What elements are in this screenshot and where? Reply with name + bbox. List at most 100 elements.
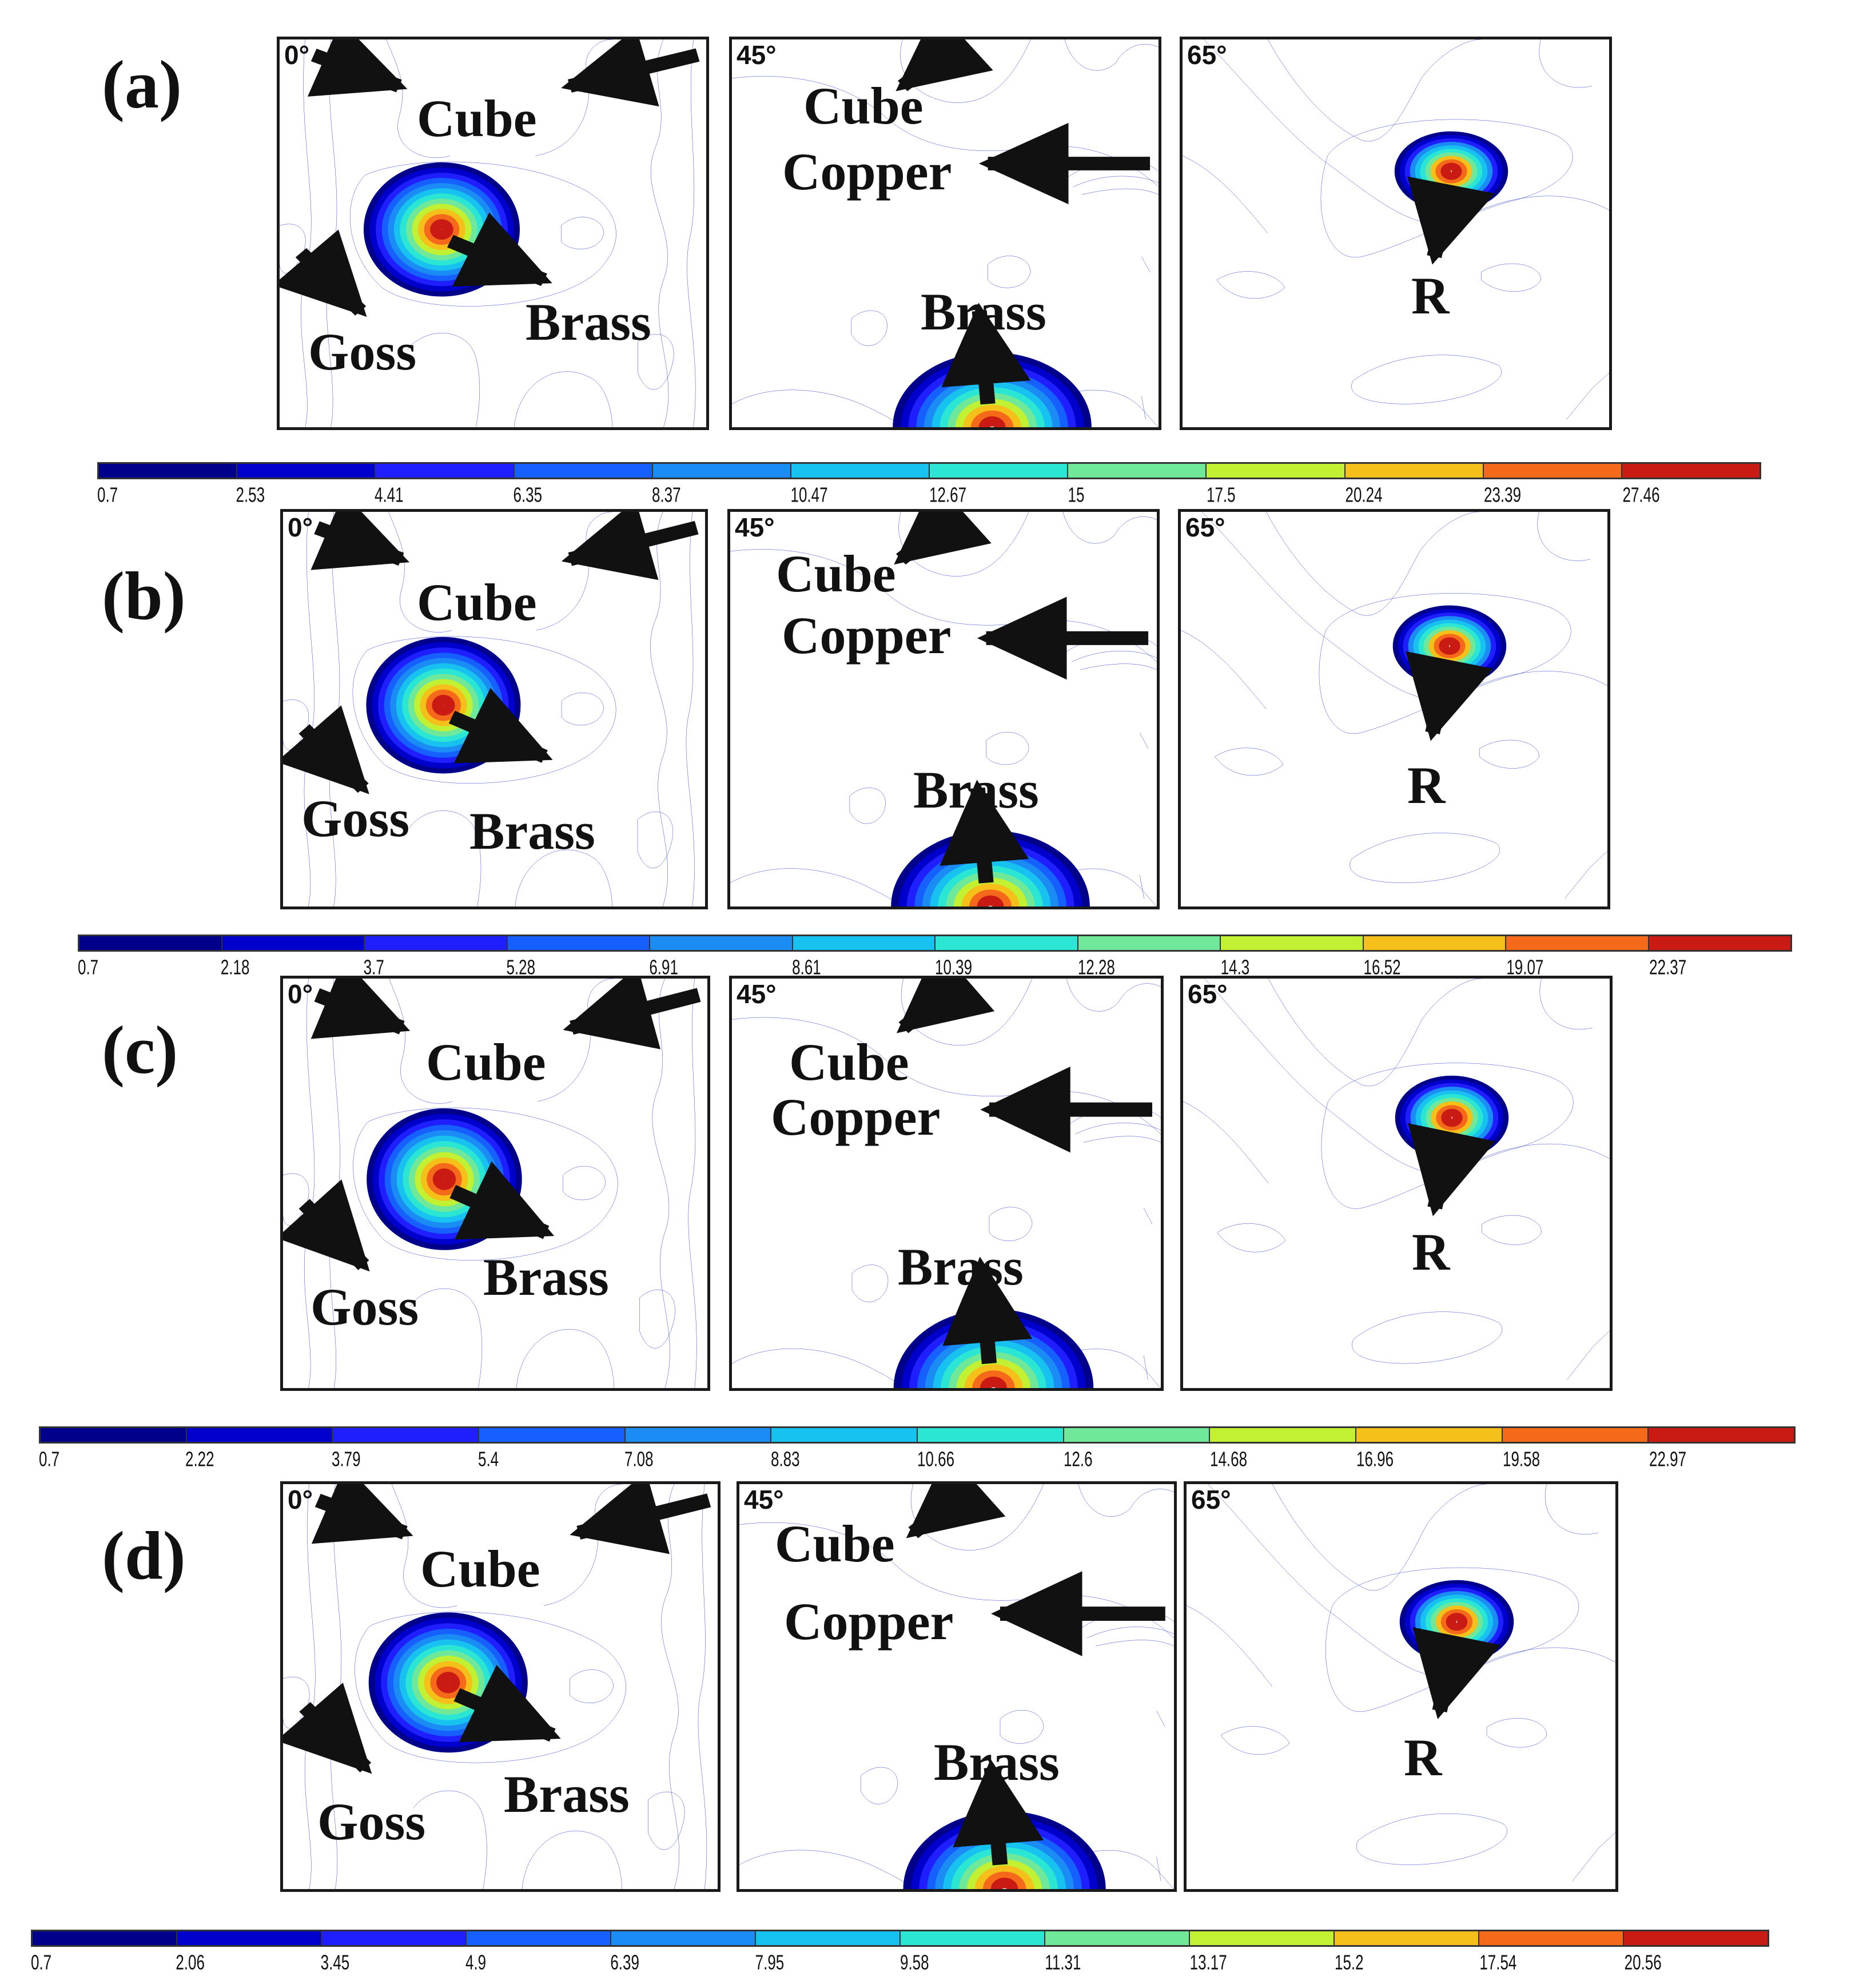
contour-line	[730, 549, 1157, 662]
contour-line	[1573, 1832, 1615, 1881]
colorbar-tick-label: 19.07	[1506, 955, 1544, 979]
contour-line	[1479, 740, 1539, 769]
contour-line	[1096, 1640, 1174, 1647]
contour-line	[1356, 1814, 1507, 1864]
contour-line	[1140, 733, 1148, 898]
colorbar-tick-label: 5.4	[478, 1447, 499, 1471]
contour-line	[1183, 156, 1268, 233]
colorbar-segment	[1210, 1428, 1357, 1442]
odf-panel-d-65deg: 65° R	[1184, 1481, 1618, 1892]
contour-line	[739, 1850, 913, 1889]
peak-contour	[963, 404, 1021, 427]
contour-line	[538, 979, 614, 1102]
colorbar-tick-label: 16.52	[1363, 955, 1401, 979]
pointer-arrow	[570, 1484, 711, 1554]
peak-contour	[956, 1358, 1031, 1388]
contour-line	[1063, 512, 1157, 543]
contour-line	[732, 1349, 903, 1388]
colorbar-tick-label: 10.47	[790, 483, 828, 507]
peak-contour	[953, 877, 1028, 906]
peak-contour	[1440, 162, 1462, 180]
contour-line	[1566, 373, 1609, 419]
angle-label: 65°	[1187, 40, 1227, 70]
angle-label: 65°	[1191, 1485, 1231, 1514]
contour-line	[1183, 1102, 1268, 1183]
contour-line	[561, 217, 604, 249]
colorbar-strip	[39, 1426, 1796, 1444]
peak-contour	[430, 219, 453, 240]
contour-line	[1321, 1063, 1573, 1209]
contour-line	[861, 1767, 898, 1804]
contour-line	[1352, 355, 1502, 404]
peak-contour	[967, 1859, 1042, 1889]
colorbar-segment	[376, 464, 515, 478]
odf-contour-plot	[730, 512, 1157, 906]
odf-contour-plot	[283, 979, 701, 1388]
colorbar-segment	[901, 1931, 1045, 1945]
colorbar-segment	[1479, 1931, 1624, 1945]
pointer-arrow	[283, 1179, 370, 1272]
pointer-arrow	[283, 1683, 372, 1774]
contour-line	[1350, 833, 1500, 882]
contour-line	[514, 372, 612, 427]
pointer-arrow	[942, 1257, 1033, 1365]
contour-line	[1540, 979, 1593, 1029]
contour-line	[1268, 39, 1481, 141]
pointer-arrow	[453, 1664, 561, 1743]
colorbar-tick-label: 10.66	[917, 1447, 955, 1471]
contour-line	[1084, 1136, 1161, 1143]
colorbar-segment	[1335, 1931, 1479, 1945]
angle-label: 0°	[288, 979, 313, 1009]
colorbar-segment	[79, 936, 222, 950]
row-label-a: (a)	[102, 46, 182, 122]
peak-contour	[990, 1878, 1018, 1889]
peak-contour	[982, 1871, 1026, 1889]
colorbar-segment	[365, 936, 508, 950]
contour-line	[1087, 1627, 1174, 1638]
contour-line	[1187, 1605, 1272, 1687]
contour-line	[1181, 630, 1266, 709]
colorbar-segment	[514, 464, 653, 478]
contour-line	[648, 1792, 684, 1850]
colorbar-segment	[1045, 1931, 1190, 1945]
odf-panel-c-0deg: 0° Cube Brass Goss	[280, 976, 710, 1391]
contour-line	[1075, 1123, 1161, 1134]
contour-line	[536, 39, 612, 156]
colorbar-tick-label: 5.28	[506, 955, 536, 979]
angle-label: 0°	[284, 40, 309, 70]
colorbar-tick-label: 22.37	[1649, 955, 1687, 979]
colorbar-tick-label: 17.5	[1207, 483, 1236, 507]
contour-line	[638, 812, 673, 868]
colorbar-segment	[1064, 1428, 1211, 1442]
contour-line	[652, 979, 670, 1388]
colorbar-tick-label: 22.97	[1649, 1447, 1687, 1471]
contour-line	[1319, 593, 1571, 733]
pointer-arrow	[941, 303, 1031, 405]
contour-line	[1208, 1484, 1616, 1677]
contour-line	[988, 256, 1031, 288]
label-brass: Brass	[469, 802, 595, 860]
contour-line	[732, 1017, 1161, 1134]
angle-label: 0°	[288, 1485, 313, 1514]
contour-line	[515, 850, 612, 906]
label-cube: Cube	[776, 544, 896, 603]
colorbar-segment	[479, 1428, 626, 1442]
label-brass: Brass	[898, 1238, 1024, 1296]
contour-line	[563, 1166, 606, 1200]
contour-line	[732, 390, 902, 427]
label-cube: Cube	[417, 89, 537, 148]
label-cube: Cube	[417, 573, 537, 631]
label-cube: Cube	[426, 1033, 546, 1091]
contour-line	[851, 311, 887, 346]
colorbar-strip	[78, 935, 1792, 952]
colorbar-strip	[97, 462, 1761, 479]
contour-line	[850, 788, 886, 824]
contour-line	[1487, 1718, 1547, 1747]
pointer-arrow	[447, 212, 552, 287]
colorbar-segment	[467, 1931, 611, 1945]
peak-contour	[980, 1376, 1007, 1388]
colorbar-tick-label: 15.2	[1335, 1950, 1364, 1974]
pointer-arrow	[561, 39, 700, 107]
peak-contour	[977, 895, 1004, 906]
